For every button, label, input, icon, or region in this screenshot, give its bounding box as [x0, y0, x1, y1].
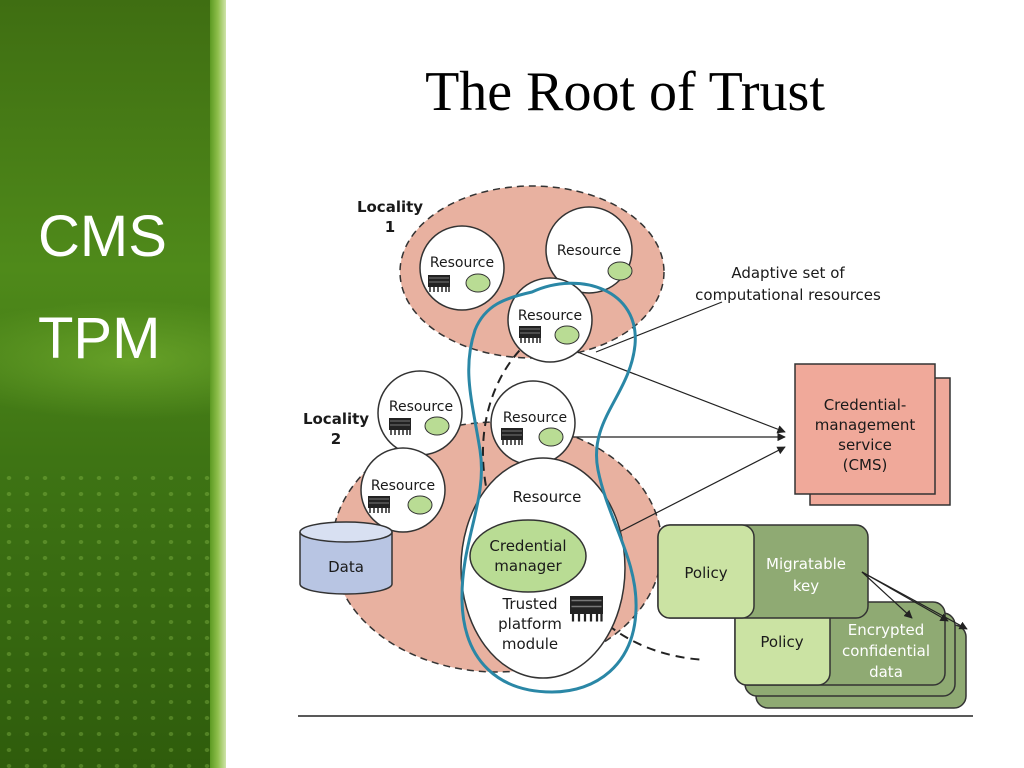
trusted-resource: Resource Credential manager Trusted plat…	[460, 457, 626, 679]
resource-circle-icon	[407, 495, 433, 515]
resource-circle-icon	[538, 427, 564, 447]
sidebar-dot-pattern	[0, 470, 210, 768]
migratable-key-box: Policy Migratable key	[657, 524, 869, 619]
cms-line2: management	[815, 416, 916, 434]
policy-label-2: Policy	[760, 633, 803, 651]
migratable-line1: Migratable	[766, 555, 846, 573]
database-icon: Data	[299, 521, 393, 595]
resource-l2-top-right: Resource	[490, 380, 576, 466]
adaptive-label-line2: computational resources	[695, 286, 881, 304]
adaptive-label-line1: Adaptive set of	[731, 264, 845, 282]
resource-l1-bottom: Resource	[507, 277, 593, 363]
tpm-line3: module	[502, 635, 558, 653]
resource-label: Resource	[430, 255, 494, 271]
data-label: Data	[328, 558, 364, 576]
resource-label: Resource	[503, 410, 567, 426]
resource-circle-icon	[554, 325, 580, 345]
resource-circle-icon	[607, 261, 633, 281]
migratable-line2: key	[793, 577, 819, 595]
key-arrows	[861, 571, 968, 630]
resource-circle-icon	[424, 416, 450, 436]
locality-2-number: 2	[331, 430, 341, 448]
adaptive-pointer	[595, 301, 723, 353]
resource-l2-top-left: Resource	[377, 370, 463, 456]
resource-label: Resource	[557, 243, 621, 259]
encrypted-line1: Encrypted	[848, 621, 924, 639]
sidebar-glow	[0, 300, 210, 420]
resource-l1-left: Resource	[419, 225, 505, 311]
cms-line1: Credential-	[824, 396, 907, 414]
locality-1-label: Locality	[357, 198, 423, 216]
encrypted-line2: confidential	[842, 642, 930, 660]
slide-title: The Root of Trust	[425, 61, 825, 123]
trust-boundary	[460, 281, 638, 694]
trusted-resource-label: Resource	[513, 488, 582, 506]
cms-arrow-1	[548, 339, 786, 434]
resource-l1-right: Resource	[545, 206, 633, 294]
policy-label-1: Policy	[684, 564, 727, 582]
credential-manager-line2: manager	[494, 557, 562, 575]
resource-label: Resource	[518, 308, 582, 324]
resource-circle-icon	[465, 273, 491, 293]
credential-manager	[469, 519, 587, 593]
cms-line4: (CMS)	[843, 456, 888, 474]
sidebar-stripe	[210, 0, 226, 768]
tpm-line1: Trusted	[501, 595, 557, 613]
resource-l2-left: Resource	[360, 447, 446, 533]
locality-1-number: 1	[385, 218, 395, 236]
locality-2-label: Locality	[303, 410, 369, 428]
cms-box: Credential- management service (CMS)	[794, 363, 951, 506]
sidebar-line-cms: CMS	[38, 204, 167, 269]
cms-line3: service	[838, 436, 892, 454]
sidebar-line-tpm: TPM	[38, 306, 161, 371]
resource-label: Resource	[371, 478, 435, 494]
encrypted-line3: data	[869, 663, 903, 681]
tpm-line2: platform	[498, 615, 562, 633]
credential-manager-line1: Credential	[489, 537, 566, 555]
sidebar: CMS TPM	[0, 0, 210, 768]
resource-label: Resource	[389, 399, 453, 415]
